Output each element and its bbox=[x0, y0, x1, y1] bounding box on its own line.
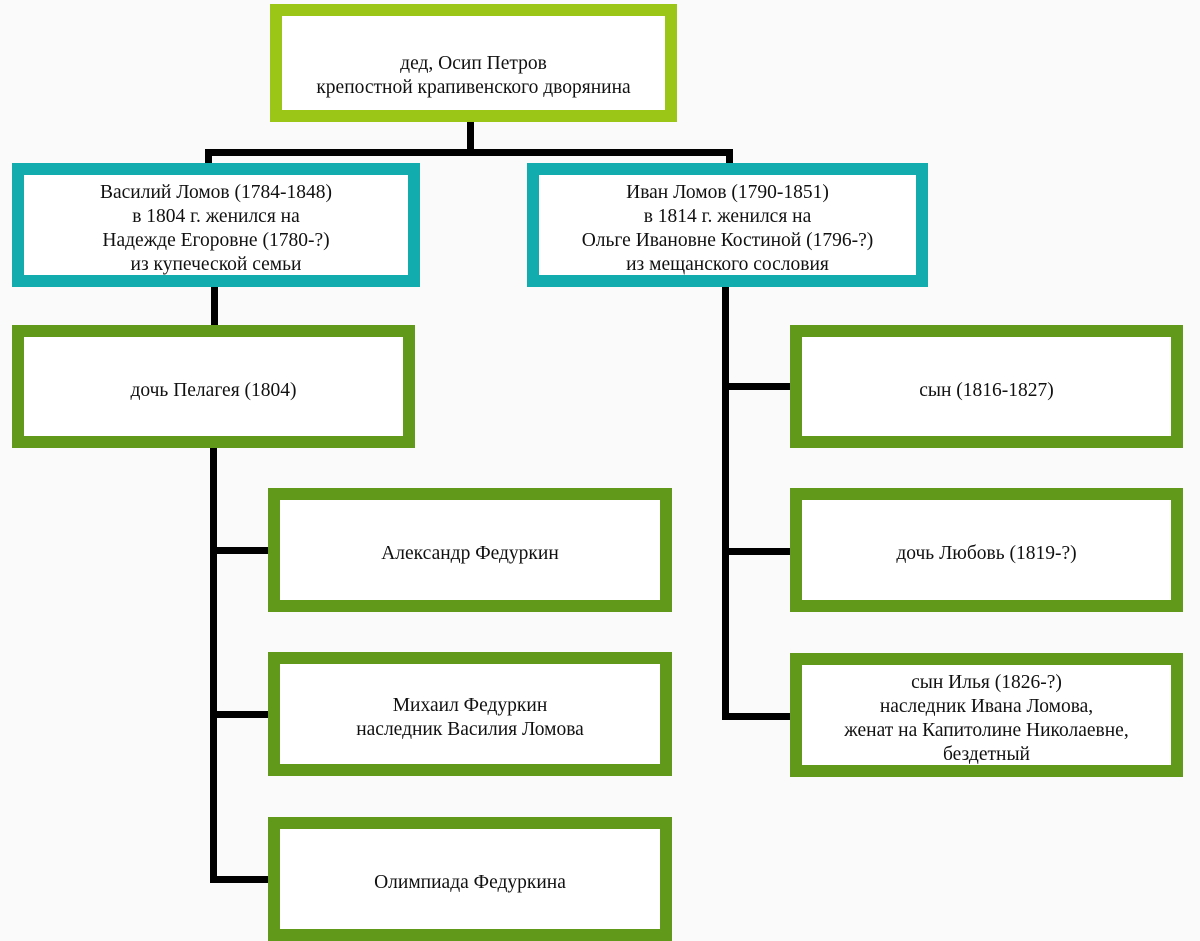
node-line: дочь Любовь (1819-?) bbox=[896, 543, 1077, 564]
connector-stub-ilya bbox=[722, 713, 792, 720]
node-line: Василий Ломов (1784-1848) bbox=[99, 182, 332, 203]
node-line: в 1814 г. женился на bbox=[643, 206, 812, 227]
node-mikhail-text: Михаил Федуркин наследник Василия Ломова bbox=[280, 686, 660, 742]
node-vasily-text: Василий Ломов (1784-1848) в 1804 г. жени… bbox=[24, 173, 408, 277]
connector-root-horizontal bbox=[205, 149, 733, 156]
node-line: дочь Пелагея (1804) bbox=[130, 379, 297, 401]
connector-drop-to-vasily bbox=[205, 149, 212, 166]
node-pelageya: дочь Пелагея (1804) bbox=[12, 325, 415, 448]
node-pelageya-text: дочь Пелагея (1804) bbox=[24, 371, 403, 403]
node-line: сын (1816-1827) bbox=[919, 379, 1054, 401]
connector-root-down bbox=[467, 120, 474, 152]
node-alexandr-fedurkin: Александр Федуркин bbox=[268, 488, 672, 612]
node-lyubov-text: дочь Любовь (1819-?) bbox=[802, 534, 1171, 566]
node-grandfather: дед, Осип Петров крепостной крапивенског… bbox=[270, 4, 677, 122]
node-line: Олимпиада Федуркина bbox=[374, 872, 566, 893]
node-line: женат на Капитолине Николаевне, bbox=[844, 720, 1129, 741]
connector-stub-olimpiada bbox=[210, 876, 270, 883]
node-line: из мещанского сословия bbox=[626, 254, 829, 275]
node-line: Ольге Ивановне Костиной (1796-?) bbox=[581, 230, 874, 251]
connector-drop-to-ivan bbox=[726, 149, 733, 166]
node-lyubov: дочь Любовь (1819-?) bbox=[790, 488, 1183, 612]
connector-vasily-to-pelageya bbox=[211, 285, 218, 327]
node-grandfather-text: дед, Осип Петров крепостной крапивенског… bbox=[282, 26, 665, 100]
connector-left-spine bbox=[210, 446, 217, 883]
node-line: наследник Ивана Ломова, bbox=[879, 696, 1094, 717]
node-ivan-text: Иван Ломов (1790-1851) в 1814 г. женился… bbox=[539, 173, 916, 277]
node-line: из купеческой семьи bbox=[130, 254, 302, 275]
node-line: крепостной крапивенского дворянина bbox=[316, 77, 631, 98]
node-ilya: сын Илья (1826-?) наследник Ивана Ломова… bbox=[790, 653, 1183, 777]
node-olimpiada-fedurkina: Олимпиада Федуркина bbox=[268, 817, 672, 941]
node-line: Александр Федуркин bbox=[381, 543, 559, 564]
connector-stub-son bbox=[722, 383, 792, 390]
node-mikhail-fedurkin: Михаил Федуркин наследник Василия Ломова bbox=[268, 652, 672, 776]
node-olimpiada-text: Олимпиада Федуркина bbox=[280, 863, 660, 895]
node-line: Михаил Федуркин bbox=[392, 695, 548, 716]
node-line: дед, Осип Петров bbox=[400, 53, 547, 74]
node-line: наследник Василия Ломова bbox=[356, 719, 584, 740]
node-line: Надежде Егоровне (1780-?) bbox=[102, 230, 330, 251]
connector-right-spine bbox=[722, 285, 729, 720]
node-alexandr-text: Александр Федуркин bbox=[280, 534, 660, 566]
node-line: Иван Ломов (1790-1851) bbox=[626, 182, 829, 203]
connector-stub-mikhail bbox=[210, 711, 270, 718]
node-son-text: сын (1816-1827) bbox=[802, 371, 1171, 403]
connector-stub-lyubov bbox=[722, 548, 792, 555]
node-vasily-lomov: Василий Ломов (1784-1848) в 1804 г. жени… bbox=[12, 163, 420, 287]
node-line: в 1804 г. женился на bbox=[132, 206, 300, 227]
node-ilya-text: сын Илья (1826-?) наследник Ивана Ломова… bbox=[802, 663, 1171, 767]
node-line: сын Илья (1826-?) bbox=[911, 672, 1062, 693]
node-line: бездетный bbox=[943, 744, 1030, 765]
node-son: сын (1816-1827) bbox=[790, 325, 1183, 448]
connector-stub-alexandr bbox=[210, 547, 270, 554]
node-ivan-lomov: Иван Ломов (1790-1851) в 1814 г. женился… bbox=[527, 163, 928, 287]
